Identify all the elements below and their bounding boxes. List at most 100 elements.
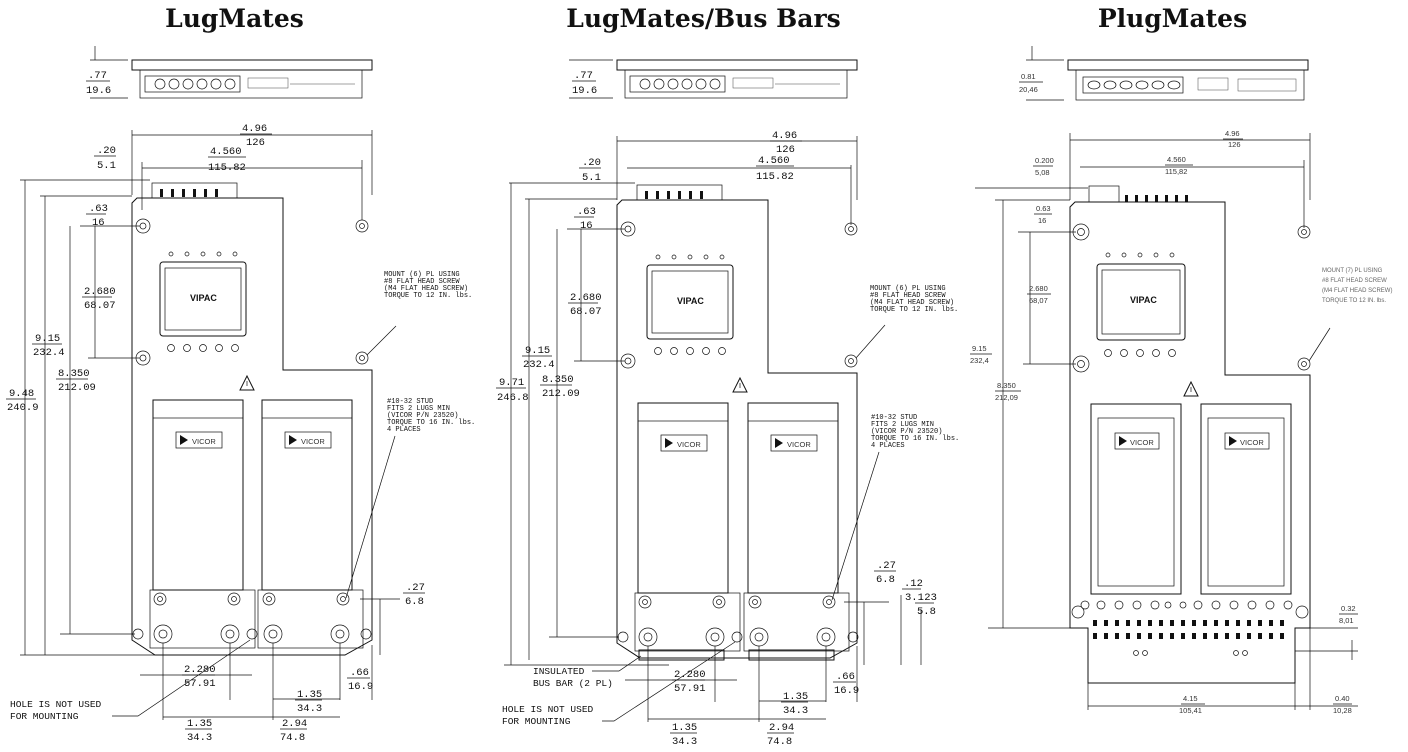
- stud-edge-in: .27: [406, 582, 425, 594]
- top-hole-mm: 16: [92, 217, 105, 229]
- top-hole-in: 0.63: [1036, 204, 1051, 213]
- connector-offset-in: 0.40: [1335, 694, 1350, 703]
- mount-note-4: TORQUE TO 12 IN. lbs.: [870, 306, 958, 314]
- side-view: .77 19.6: [569, 59, 858, 99]
- lug-span-b-in: 2.94: [769, 722, 794, 734]
- vicor-logo-icon: VICOR VICOR: [175, 431, 332, 449]
- stud-note-4: TORQUE TO 16 IN. lbs.: [387, 419, 475, 427]
- lug-span-a-in: 1.35: [187, 718, 212, 730]
- width-in: 4.96: [772, 130, 797, 142]
- caution-triangle-icon: [732, 376, 748, 393]
- pin-connector: [1080, 600, 1293, 656]
- caution-triangle-icon: [239, 374, 255, 391]
- svg-text:VICOR: VICOR: [787, 440, 811, 449]
- mount-note-4: TORQUE TO 12 IN. lbs.: [1322, 298, 1386, 304]
- lugmates-busbars-drawing: .77 19.6 4.96 126 4.560 115.82 .20 5.1: [496, 59, 959, 748]
- mid-height-mm: 232.4: [33, 347, 65, 359]
- lug-pitch-in: 1.35: [783, 691, 808, 703]
- panel-lugmates-bus-bars: LugMates/Bus Bars .77 19.6 4.96 126 4.56…: [469, 0, 959, 752]
- plate-outline: [1069, 201, 1311, 684]
- lug-center-in: 2.280: [674, 669, 706, 681]
- stud-note-5: 4 PLACES: [871, 442, 905, 450]
- mount-note-1: MOUNT (7) PL USING: [1322, 268, 1383, 274]
- svg-text:VICOR: VICOR: [192, 437, 216, 446]
- mid-height-in: 9.15: [35, 333, 60, 345]
- stud-note-1: #10-32 STUD: [871, 414, 917, 422]
- side-height-in: .77: [88, 70, 107, 82]
- overall-height-mm: 240.9: [7, 402, 39, 414]
- mount-note-3: (M4 FLAT HEAD SCREW): [870, 299, 954, 307]
- mounting-holes: [135, 218, 369, 366]
- hole-callout-2: FOR MOUNTING: [10, 711, 79, 722]
- overall-height-in: 9.48: [9, 388, 34, 400]
- mount-note-2: #8 FLAT HEAD SCREW: [870, 292, 946, 300]
- overall-height-in: 9.71: [499, 377, 524, 389]
- stud-note-5: 4 PLACES: [387, 426, 421, 434]
- bus-callout-2: BUS BAR (2 PL): [533, 678, 613, 689]
- edge-offset-in: .20: [97, 145, 116, 157]
- hole-span-mm: 115.82: [208, 162, 246, 174]
- top-hole-mm: 16: [580, 220, 593, 232]
- hole-span-in: 4.560: [210, 146, 242, 158]
- hole-spacing-in: 2.680: [1029, 284, 1048, 293]
- mount-note-2: #8 FLAT HEAD SCREW: [384, 278, 460, 286]
- width-mm: 126: [776, 144, 795, 156]
- module-label: VIPAC: [677, 296, 704, 306]
- bus-callout-1: INSULATED: [533, 666, 585, 677]
- connector-width-in: 4.15: [1183, 694, 1198, 703]
- hole-span-mm: 115,82: [1165, 167, 1187, 176]
- plate-outline: [616, 199, 858, 659]
- bar-thick-mm: 5.8: [917, 606, 936, 618]
- side-height-mm: 19.6: [86, 85, 111, 97]
- mount-note-1: MOUNT (6) PL USING: [870, 285, 946, 293]
- plate-outline: [131, 197, 373, 656]
- lug-studs: [617, 592, 859, 652]
- hole-span-in: 4.560: [1167, 155, 1186, 164]
- hole-callout-1: HOLE IS NOT USED: [502, 704, 594, 715]
- lug-center-mm: 57.91: [184, 678, 216, 690]
- connector-width-mm: 105,41: [1179, 706, 1202, 715]
- edge-offset-mm: 5.1: [582, 172, 601, 184]
- edge-offset-in: .20: [582, 157, 601, 169]
- svg-text:VICOR: VICOR: [677, 440, 701, 449]
- bar-thick-in: .23: [918, 592, 937, 604]
- lug-span-b-in: 2.94: [282, 718, 307, 730]
- hole-height-in: 8.350: [997, 381, 1016, 390]
- lug-span-b-mm: 74.8: [767, 736, 792, 748]
- stud-note-1: #10-32 STUD: [387, 398, 433, 406]
- width-mm: 126: [1228, 140, 1241, 149]
- caution-triangle-icon: [1183, 380, 1199, 397]
- bar-gap-mm: 3.1: [905, 592, 924, 604]
- lug-pitch-in: 1.35: [297, 689, 322, 701]
- lug-span-a-mm: 34.3: [187, 732, 212, 744]
- plugmates-drawing: 0.81 20,46 4.96 126 4.560 115,82 0.200 5…: [970, 46, 1392, 715]
- side-height-in: 0.81: [1021, 72, 1036, 81]
- panel-title: LugMates: [165, 4, 304, 33]
- mount-note-4: TORQUE TO 12 IN. lbs.: [384, 292, 472, 300]
- lug-offset-mm: 16.9: [348, 681, 373, 693]
- lug-studs: [132, 589, 372, 649]
- mid-height-in: 9.15: [525, 345, 550, 357]
- hole-height-mm: 212,09: [995, 393, 1018, 402]
- lug-offset-mm: 16.9: [834, 685, 859, 697]
- side-height-in: .77: [574, 70, 593, 82]
- mount-note-2: #8 FLAT HEAD SCREW: [1322, 278, 1387, 284]
- hole-spacing-in: 2.680: [84, 286, 116, 298]
- vicor-logo-icon: VICOR VICOR: [660, 434, 818, 452]
- lug-center-in: 2.280: [184, 664, 216, 676]
- mount-note-3: (M4 FLAT HEAD SCREW): [1322, 288, 1392, 294]
- stud-edge-in: .27: [877, 560, 896, 572]
- svg-text:VICOR: VICOR: [1240, 438, 1264, 447]
- lugmates-drawing: .77 19.6 4.96 126 4.560 115.82 .20 5.1: [6, 46, 475, 744]
- width-in: 4.96: [242, 123, 267, 135]
- hole-callout-2: FOR MOUNTING: [502, 716, 571, 727]
- stud-edge-mm: 6.8: [876, 574, 895, 586]
- stud-note-2: FITS 2 LUGS MIN: [871, 421, 934, 429]
- side-height-mm: 19.6: [572, 85, 597, 97]
- mount-note-3: (M4 FLAT HEAD SCREW): [384, 285, 468, 293]
- lug-span-b-mm: 74.8: [280, 732, 305, 744]
- lug-span-a-mm: 34.3: [672, 736, 697, 748]
- edge-offset-in: 0.200: [1035, 156, 1054, 165]
- mounting-holes: [620, 221, 858, 369]
- vicor-logo-icon: VICOR VICOR: [1114, 432, 1270, 450]
